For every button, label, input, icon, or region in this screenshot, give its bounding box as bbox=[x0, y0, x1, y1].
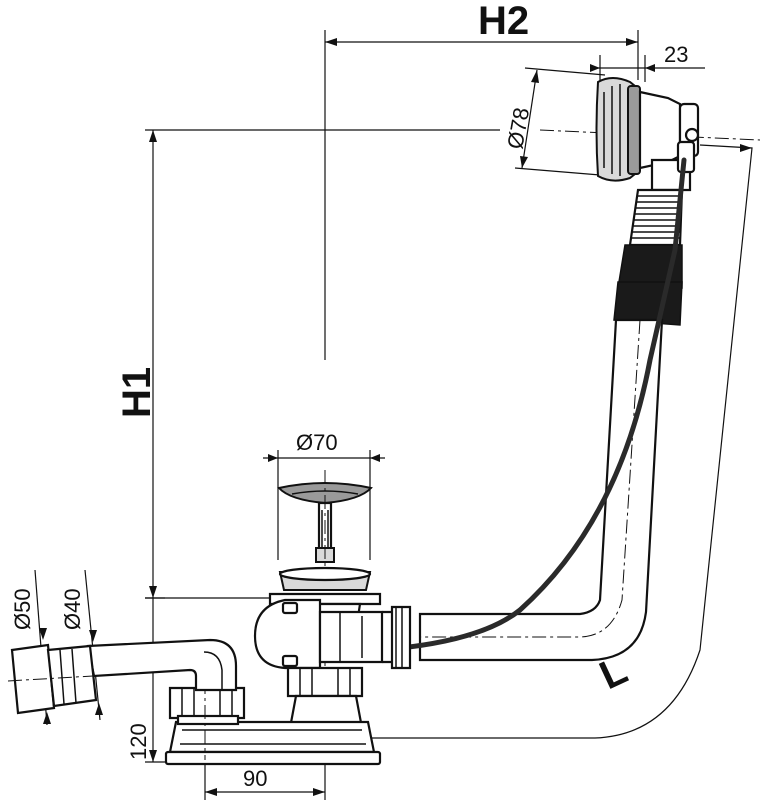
dimension-23: 23 bbox=[590, 42, 705, 82]
dimension-d40-label: Ø40 bbox=[60, 588, 85, 630]
dimension-23-label: 23 bbox=[664, 42, 688, 67]
dimension-h2-label: H2 bbox=[478, 0, 529, 43]
dimension-h2: H2 bbox=[324, 0, 639, 360]
dimension-d70: Ø70 bbox=[263, 430, 385, 560]
dimension-d50-label: Ø50 bbox=[10, 588, 35, 630]
dimension-120-label: 120 bbox=[126, 723, 151, 760]
dimension-h1: H1 bbox=[115, 129, 500, 599]
dimension-d70-label: Ø70 bbox=[296, 430, 338, 455]
outlet-adaptor bbox=[7, 643, 161, 715]
dimension-90-label: 90 bbox=[243, 766, 267, 791]
dimension-d78-label: Ø78 bbox=[502, 106, 534, 151]
dimension-120: 120 bbox=[126, 597, 175, 763]
pipe-coupling-nut bbox=[378, 605, 412, 670]
overflow-head bbox=[539, 77, 761, 192]
drain-body bbox=[253, 598, 384, 730]
dimension-d40: Ø40 bbox=[60, 569, 103, 721]
trap-base bbox=[164, 720, 382, 766]
dimension-d78: Ø78 bbox=[502, 67, 606, 176]
dimension-h1-label: H1 bbox=[115, 367, 159, 418]
outlet-elbow bbox=[86, 638, 238, 692]
dimension-d50: Ø50 bbox=[10, 569, 51, 726]
overflow-pipe bbox=[418, 318, 664, 662]
